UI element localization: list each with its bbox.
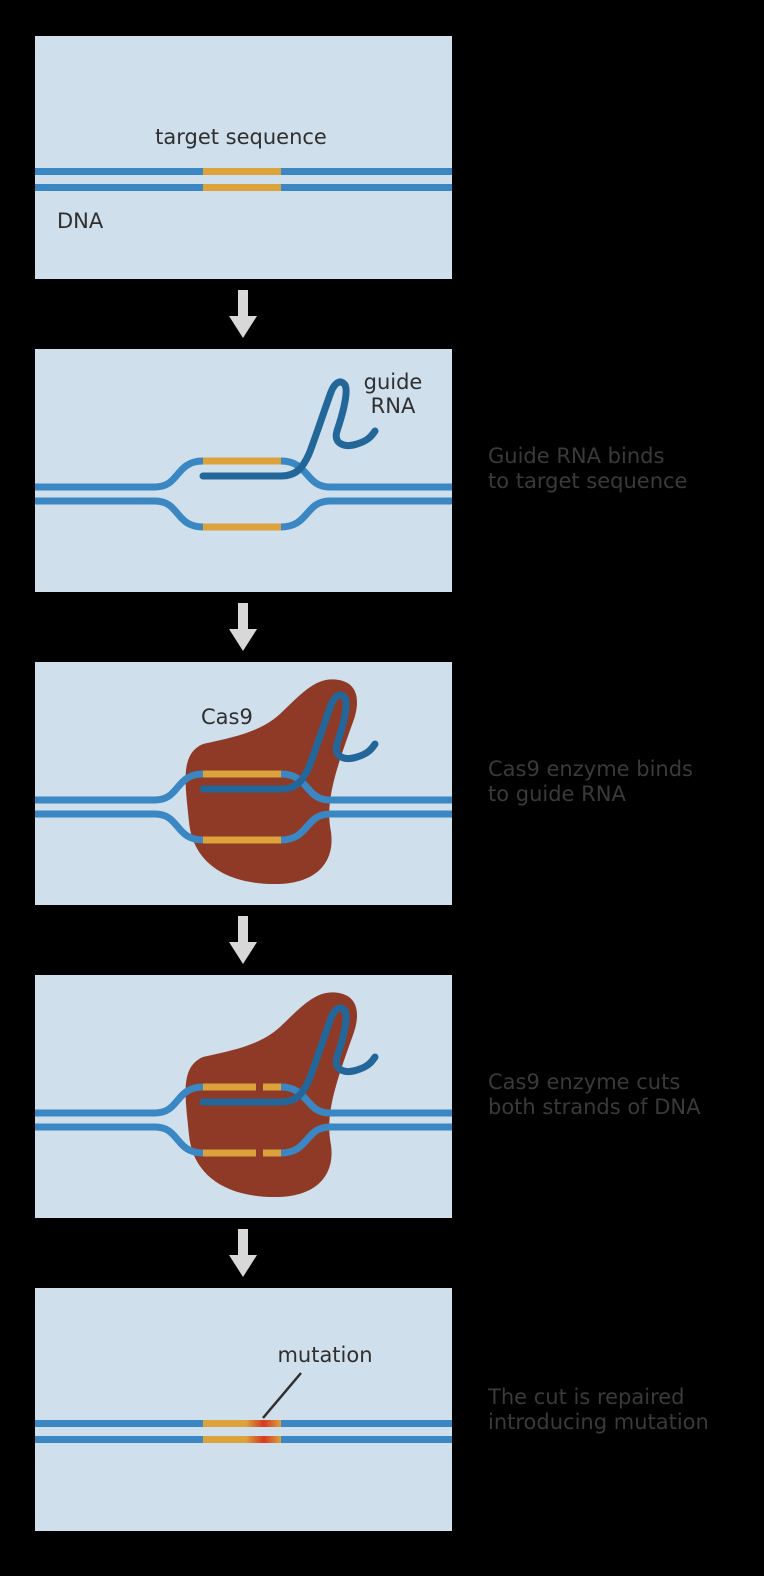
arrow-down-icon [229, 1229, 257, 1281]
cas9-label: Cas9 [201, 705, 253, 729]
dna-label: DNA [57, 209, 104, 233]
target-sequence-bottom [203, 184, 281, 191]
target-sequence-top [203, 168, 281, 175]
panel-3-drawing: Cas9 [35, 679, 452, 884]
panel-step-1: target sequence DNA [35, 36, 452, 279]
panel-step-3: Cas9 [35, 662, 452, 905]
guide-rna-strand [199, 1004, 379, 1106]
target-sequence-label: target sequence [155, 125, 327, 149]
step-4-caption: Cas9 enzyme cuts both strands of DNA [488, 1070, 701, 1119]
panel-5-drawing: mutation [35, 1343, 452, 1443]
panel-step-4 [35, 975, 452, 1218]
step-5-caption: The cut is repaired introducing mutation [488, 1385, 709, 1434]
arrow-down-icon [229, 916, 257, 968]
target-sequence-top [203, 457, 281, 465]
panel-1-drawing: target sequence DNA [35, 125, 452, 233]
target-sequence-bottom [203, 836, 281, 844]
step-2-caption: Guide RNA binds to target sequence [488, 444, 688, 493]
arrow-down-icon [229, 603, 257, 655]
target-sequence-bottom [203, 1149, 281, 1157]
cut-site-top [256, 1081, 263, 1094]
guide-rna-strand [199, 378, 379, 480]
guide-rna-label-line1: guide [364, 370, 423, 394]
mutation-pointer-line [262, 1372, 302, 1419]
mutated-sequence-bottom [203, 1436, 281, 1443]
panel-step-5: mutation [35, 1288, 452, 1531]
cas9-enzyme-shape [185, 679, 358, 884]
mutated-sequence-top [203, 1420, 281, 1427]
step-3-caption: Cas9 enzyme binds to guide RNA [488, 757, 693, 806]
dna-strand-bottom [35, 497, 452, 531]
target-sequence-top [203, 770, 281, 778]
panel-4-drawing [35, 992, 452, 1197]
cas9-enzyme-shape [185, 992, 358, 1197]
guide-rna-label-line2: RNA [371, 394, 416, 418]
panel-step-2: guide RNA [35, 349, 452, 592]
mutation-label: mutation [277, 1343, 372, 1367]
arrow-down-icon [229, 290, 257, 342]
target-sequence-top [203, 1083, 281, 1091]
cut-site-bottom [256, 1147, 263, 1160]
guide-rna-strand [199, 691, 379, 793]
panel-2-drawing: guide RNA [35, 370, 452, 531]
target-sequence-bottom [203, 523, 281, 531]
